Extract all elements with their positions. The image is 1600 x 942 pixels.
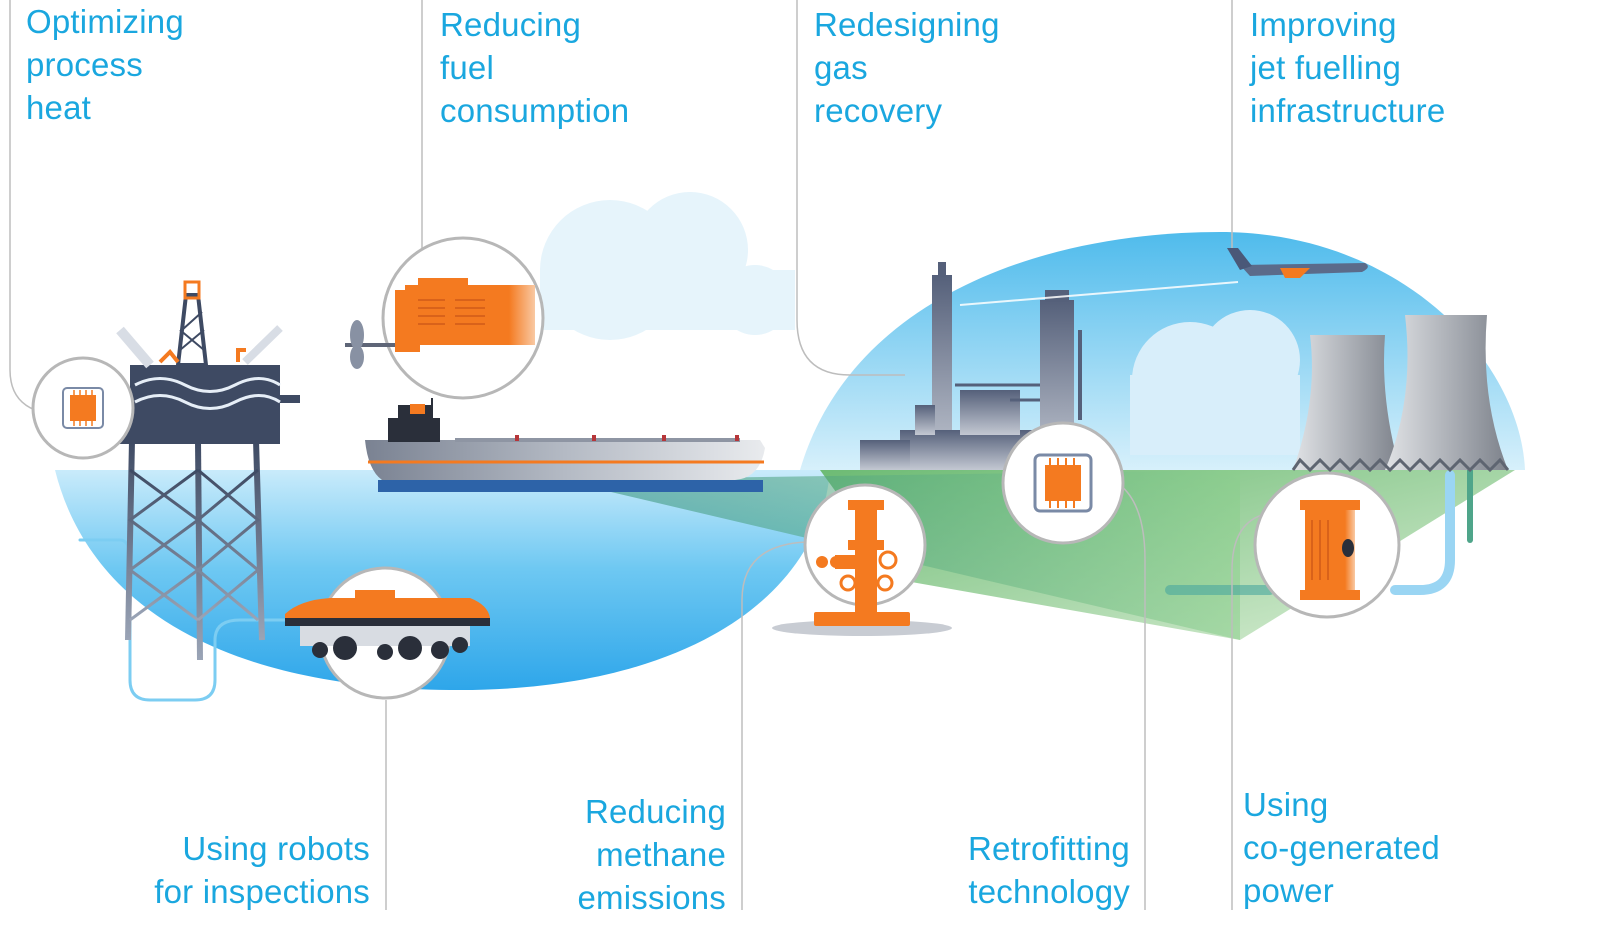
label-using-robots: Using robots for inspections <box>154 827 370 913</box>
label-line: consumption <box>440 92 630 129</box>
label-line: methane <box>596 836 726 873</box>
label-line: Reducing <box>584 793 726 830</box>
label-line: Optimizing <box>26 3 184 40</box>
label-redesigning-gas-recovery: Redesigning gas recovery <box>814 3 1000 132</box>
circle-process-heat <box>31 356 135 460</box>
label-line: Retrofitting <box>968 830 1130 867</box>
label-reducing-methane: Reducing methane emissions <box>577 790 726 919</box>
circle-fuel <box>345 236 545 400</box>
label-line: jet fuelling <box>1250 49 1401 86</box>
circle-methane <box>803 483 927 626</box>
wellhead-icon <box>814 500 910 626</box>
circle-robot <box>285 566 490 700</box>
label-line: technology <box>968 873 1130 910</box>
label-improving-jet-fuelling: Improving jet fuelling infrastructure <box>1250 3 1445 132</box>
chip-icon <box>1033 453 1093 513</box>
label-line: Using <box>1243 786 1329 823</box>
label-line: Reducing <box>440 6 582 43</box>
label-line: co-generated <box>1243 829 1440 866</box>
label-optimizing-process-heat: Optimizing process heat <box>26 0 184 129</box>
label-line: fuel <box>440 49 495 86</box>
label-line: recovery <box>814 92 943 129</box>
label-reducing-fuel-consumption: Reducing fuel consumption <box>440 3 629 132</box>
clouds <box>540 192 1300 455</box>
airplane <box>959 248 1368 306</box>
label-line: Improving <box>1250 6 1397 43</box>
label-line: gas <box>814 49 868 86</box>
generator-icon <box>395 278 535 352</box>
robot-crawler-icon <box>285 590 490 660</box>
connector-lines <box>9 0 1263 910</box>
valve-icon <box>1300 500 1360 600</box>
label-line: infrastructure <box>1250 92 1446 129</box>
chip-icon <box>62 387 104 429</box>
label-line: power <box>1243 872 1334 909</box>
label-line: heat <box>26 89 92 126</box>
label-co-generated-power: Using co-generated power <box>1243 783 1440 912</box>
circle-cogenerated <box>1253 471 1401 619</box>
label-line: Using robots <box>182 830 370 867</box>
label-line: process <box>26 46 143 83</box>
sea-bowl <box>55 470 830 690</box>
cooling-towers <box>1291 315 1510 473</box>
label-retrofitting-technology: Retrofitting technology <box>968 827 1130 913</box>
tanker-ship <box>365 398 765 492</box>
oil-rig <box>115 280 300 661</box>
circle-retrofitting <box>1001 421 1125 545</box>
label-line: Redesigning <box>814 6 1000 43</box>
label-line: for inspections <box>154 873 370 910</box>
label-line: emissions <box>577 879 726 916</box>
